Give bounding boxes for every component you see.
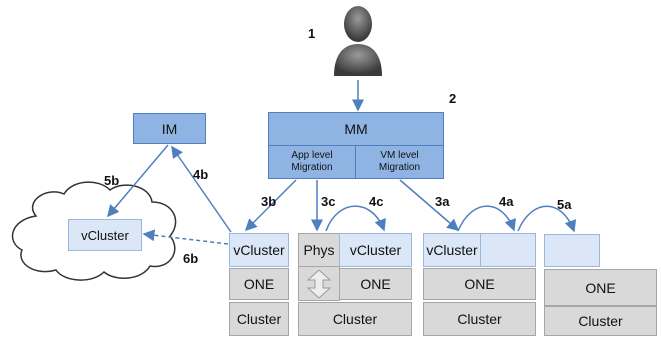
step-6b-label: 6b (183, 251, 199, 266)
vertical-double-arrow-icon (305, 269, 333, 299)
step-2-label: 2 (449, 91, 457, 106)
step-1-label: 1 (308, 26, 316, 41)
stack-a-empty-slot (480, 233, 536, 267)
step-4c-label: 4c (369, 194, 384, 209)
step-4b-label: 4b (193, 167, 209, 182)
arc-arrow-4a (457, 205, 516, 232)
user-icon (330, 2, 386, 76)
stack-c-one: ONE (339, 268, 412, 300)
stack-5a-empty-slot (544, 234, 600, 267)
step-3c-label: 3c (321, 194, 336, 209)
vm-level-migration-box: VM level Migration (355, 145, 444, 179)
step-4a-label: 4a (499, 194, 514, 209)
mm-title: MM (344, 121, 368, 137)
arc-arrow-4c (325, 205, 386, 232)
im-box: IM (133, 113, 206, 144)
stack-a-vcluster: vCluster (423, 233, 481, 267)
stack-c-vcluster: vCluster (339, 233, 412, 267)
mm-box: MM (268, 112, 444, 146)
stack-b-cluster: Cluster (229, 302, 289, 336)
stack-b-one: ONE (229, 268, 289, 300)
stack-b-vcluster: vCluster (229, 233, 289, 267)
stack-c-phys: Phys (298, 233, 340, 267)
step-3b-label: 3b (261, 194, 277, 209)
stack-a-one: ONE (423, 268, 536, 300)
stack-5a-one: ONE (544, 269, 657, 306)
step-5b-label: 5b (104, 173, 120, 188)
step-5a-label: 5a (557, 197, 572, 212)
stack-c-cluster: Cluster (298, 302, 412, 336)
cloud-vcluster-box: vCluster (68, 219, 142, 251)
stack-5a-cluster: Cluster (544, 306, 657, 336)
stack-a-cluster: Cluster (423, 302, 536, 336)
cloud-vcluster-label: vCluster (81, 227, 129, 243)
step-3a-label: 3a (435, 194, 450, 209)
app-level-migration-box: App level Migration (268, 145, 356, 179)
